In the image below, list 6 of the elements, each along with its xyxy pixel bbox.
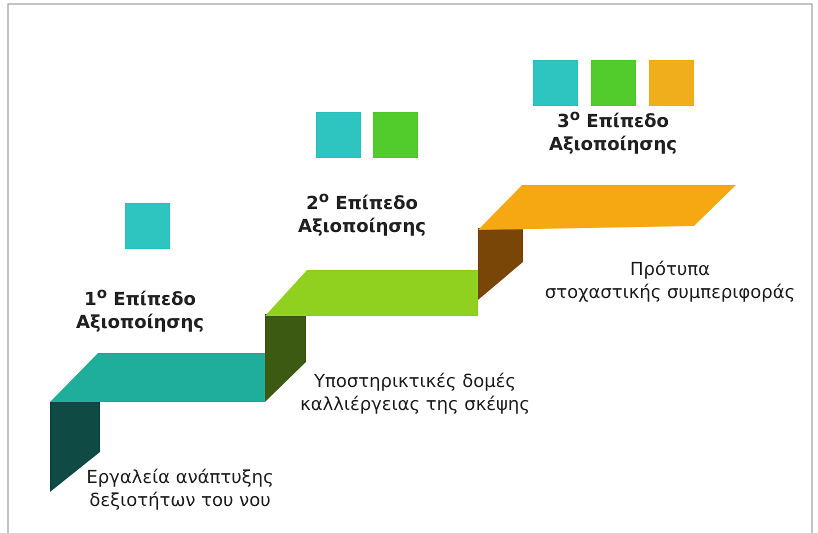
level-heading: 2$^{ο}$ Επίπεδο Αξιοποίησης: [298, 188, 426, 239]
level-heading: 3$^{ο}$ Επίπεδο Αξιοποίησης: [549, 106, 677, 157]
level-description: Εργαλεία ανάπτυξης δεξιοτήτων του νου: [86, 466, 274, 513]
level-heading: 1$^{ο}$ Επίπεδο Αξιοποίησης: [76, 284, 204, 335]
level-description: Υποστηρικτικές δομές καλλιέργειας της σκέψης: [300, 370, 530, 417]
level-description: Πρότυπα στοχαστικής συμπεριφοράς: [544, 258, 796, 305]
